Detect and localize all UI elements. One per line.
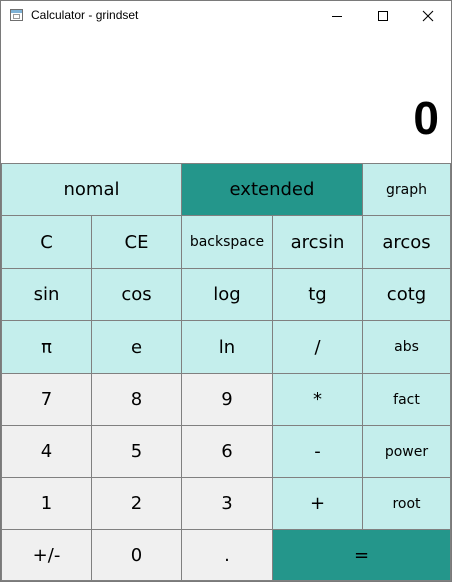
digit-1-button[interactable]: 1: [1, 477, 92, 530]
ln-button[interactable]: ln: [181, 320, 273, 374]
tg-button[interactable]: tg: [272, 268, 363, 321]
maximize-icon: [378, 11, 388, 21]
digit-6-button[interactable]: 6: [181, 425, 273, 478]
root-button[interactable]: root: [362, 477, 451, 530]
pi-button[interactable]: π: [1, 320, 92, 374]
result-display: 0: [1, 31, 451, 163]
cotg-button[interactable]: cotg: [362, 268, 451, 321]
window-title: Calculator - grindset: [31, 8, 139, 22]
digit-8-button[interactable]: 8: [91, 373, 182, 426]
digit-7-button[interactable]: 7: [1, 373, 92, 426]
power-button[interactable]: power: [362, 425, 451, 478]
negate-button[interactable]: +/-: [1, 529, 92, 581]
close-button[interactable]: [405, 1, 451, 31]
minimize-icon: [332, 16, 342, 17]
multiply-button[interactable]: *: [272, 373, 363, 426]
digit-2-button[interactable]: 2: [91, 477, 182, 530]
clear-entry-button[interactable]: CE: [91, 215, 182, 269]
maximize-button[interactable]: [360, 1, 406, 31]
abs-button[interactable]: abs: [362, 320, 451, 374]
sin-button[interactable]: sin: [1, 268, 92, 321]
arccos-button[interactable]: arcos: [362, 215, 451, 269]
e-button[interactable]: e: [91, 320, 182, 374]
mode-extended-button[interactable]: extended: [181, 163, 363, 216]
digit-3-button[interactable]: 3: [181, 477, 273, 530]
arcsin-button[interactable]: arcsin: [272, 215, 363, 269]
plus-button[interactable]: +: [272, 477, 363, 530]
backspace-button[interactable]: backspace: [181, 215, 273, 269]
minimize-button[interactable]: [314, 1, 360, 31]
decimal-button[interactable]: .: [181, 529, 273, 581]
close-icon: [422, 10, 434, 22]
minus-button[interactable]: -: [272, 425, 363, 478]
mode-nomal-button[interactable]: nomal: [1, 163, 182, 216]
cos-button[interactable]: cos: [91, 268, 182, 321]
mode-graph-button[interactable]: graph: [362, 163, 451, 216]
log-button[interactable]: log: [181, 268, 273, 321]
divide-button[interactable]: /: [272, 320, 363, 374]
display-value: 0: [413, 92, 439, 144]
digit-4-button[interactable]: 4: [1, 425, 92, 478]
keypad: nomal extended graph C CE backspace arcs…: [1, 163, 451, 581]
app-window-icon: [10, 9, 23, 21]
title-bar[interactable]: Calculator - grindset: [1, 1, 451, 31]
digit-5-button[interactable]: 5: [91, 425, 182, 478]
digit-0-button[interactable]: 0: [91, 529, 182, 581]
fact-button[interactable]: fact: [362, 373, 451, 426]
equals-button[interactable]: =: [272, 529, 451, 581]
digit-9-button[interactable]: 9: [181, 373, 273, 426]
clear-button[interactable]: C: [1, 215, 92, 269]
